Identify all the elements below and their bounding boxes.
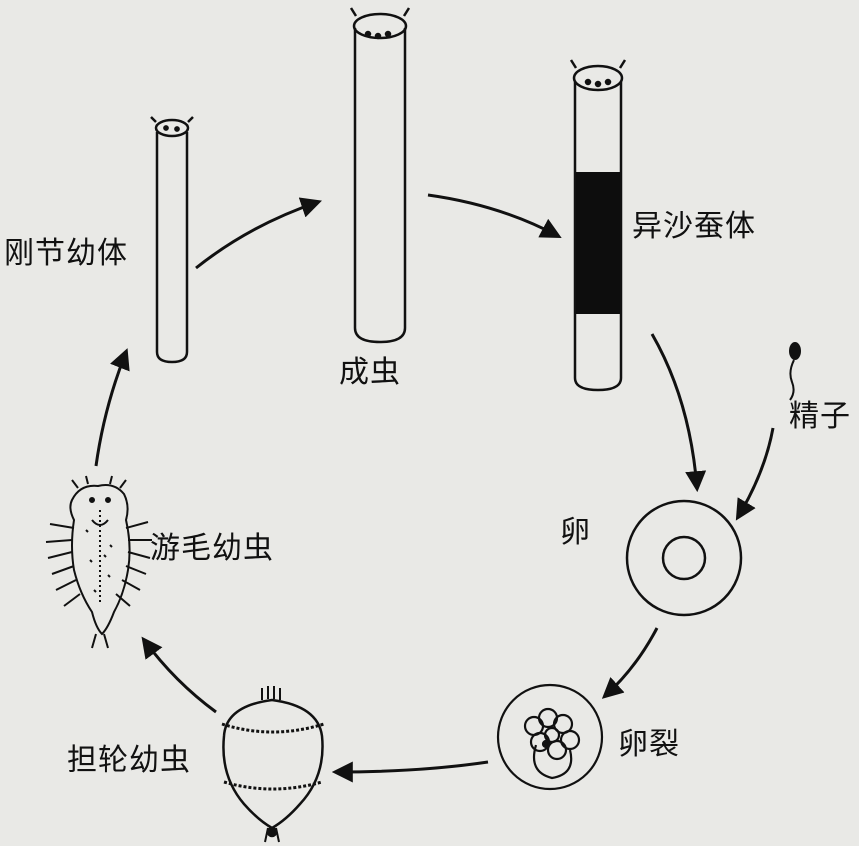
cleavage-drawing xyxy=(496,683,604,791)
label-cleavage: 卵裂 xyxy=(618,727,680,762)
arrow-cleavage-to-trochophore xyxy=(331,760,489,783)
trochophore-drawing xyxy=(221,686,325,843)
label-sperm: 精子 xyxy=(789,399,851,434)
sperm-drawing xyxy=(789,342,801,401)
adult-worm-tube xyxy=(349,7,411,344)
arrow-juvenile-to-adult xyxy=(195,197,322,270)
arrow-sperm-to-egg xyxy=(735,427,775,521)
cycle-arrows xyxy=(94,193,775,783)
arrow-trochophore-to-nectochaete xyxy=(141,636,217,714)
label-egg: 卵 xyxy=(560,515,591,550)
label-trochophore: 担轮幼虫 xyxy=(67,743,191,778)
label-epitoke: 异沙蚕体 xyxy=(632,209,756,244)
label-nectochaete: 游毛幼虫 xyxy=(150,531,274,566)
arrow-epitoke-to-egg xyxy=(650,333,707,493)
label-juvenile: 刚节幼体 xyxy=(4,236,128,271)
arrow-egg-to-cleavage xyxy=(601,627,659,699)
juvenile-worm-tube xyxy=(150,116,194,364)
epitoke-dark-band xyxy=(576,172,620,314)
arrow-nectochaete-to-juvenile xyxy=(94,348,130,467)
egg-drawing xyxy=(625,499,743,617)
nectochaete-drawing xyxy=(45,475,152,649)
label-adult: 成虫 xyxy=(339,355,401,390)
epitoke-worm-tube xyxy=(569,59,627,392)
arrow-adult-to-epitoke xyxy=(427,193,562,238)
